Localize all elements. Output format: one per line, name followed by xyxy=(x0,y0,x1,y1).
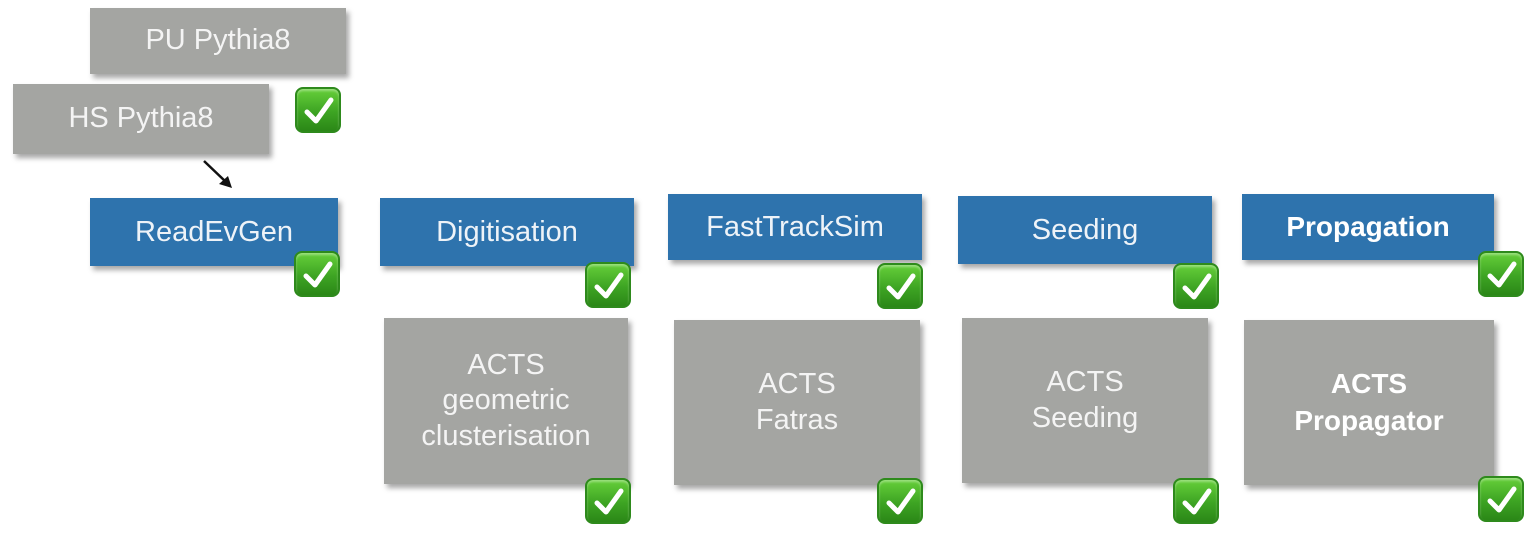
pu-pythia8-label: PU Pythia8 xyxy=(145,24,291,57)
stage-fast-track-sim: FastTrackSim xyxy=(668,194,922,260)
checkmark-icon xyxy=(877,478,923,524)
stage-propagation-label: Propagation xyxy=(1286,211,1450,242)
tool-acts-propagator-label: ACTS Propagator xyxy=(1294,368,1444,436)
checkmark-icon xyxy=(1173,263,1219,309)
stage-propagation: Propagation xyxy=(1242,194,1494,260)
stage-digitisation: Digitisation xyxy=(380,198,634,266)
stage-seeding-label: Seeding xyxy=(1031,213,1139,246)
checkmark-icon xyxy=(1478,476,1524,522)
tool-acts-propagator: ACTS Propagator xyxy=(1244,320,1494,485)
checkmark-icon xyxy=(585,262,631,308)
pu-pythia8-box: PU Pythia8 xyxy=(90,8,346,74)
stage-fast-track-sim-label: FastTrackSim xyxy=(706,210,884,243)
checkmark-icon xyxy=(1478,251,1524,297)
tool-acts-seeding-label: ACTS Seeding xyxy=(1031,366,1139,434)
hs-pythia8-label: HS Pythia8 xyxy=(68,102,214,135)
tool-acts-fatras-label: ACTS Fatras xyxy=(755,368,839,436)
checkmark-icon xyxy=(294,251,340,297)
checkmark-icon xyxy=(585,478,631,524)
hs-pythia8-box: HS Pythia8 xyxy=(13,84,269,154)
arrow-icon xyxy=(203,160,232,188)
checkmark-icon xyxy=(295,87,341,133)
stage-digitisation-label: Digitisation xyxy=(436,215,578,248)
tool-acts-fatras: ACTS Fatras xyxy=(674,320,920,485)
stage-read-ev-gen-label: ReadEvGen xyxy=(135,215,293,248)
checkmark-icon xyxy=(877,263,923,309)
checkmark-icon xyxy=(1173,478,1219,524)
stage-seeding: Seeding xyxy=(958,196,1212,264)
tool-acts-seeding: ACTS Seeding xyxy=(962,318,1208,483)
tool-acts-clusterisation: ACTS geometric clusterisation xyxy=(384,318,628,484)
tool-acts-clusterisation-label: ACTS geometric clusterisation xyxy=(421,348,591,452)
